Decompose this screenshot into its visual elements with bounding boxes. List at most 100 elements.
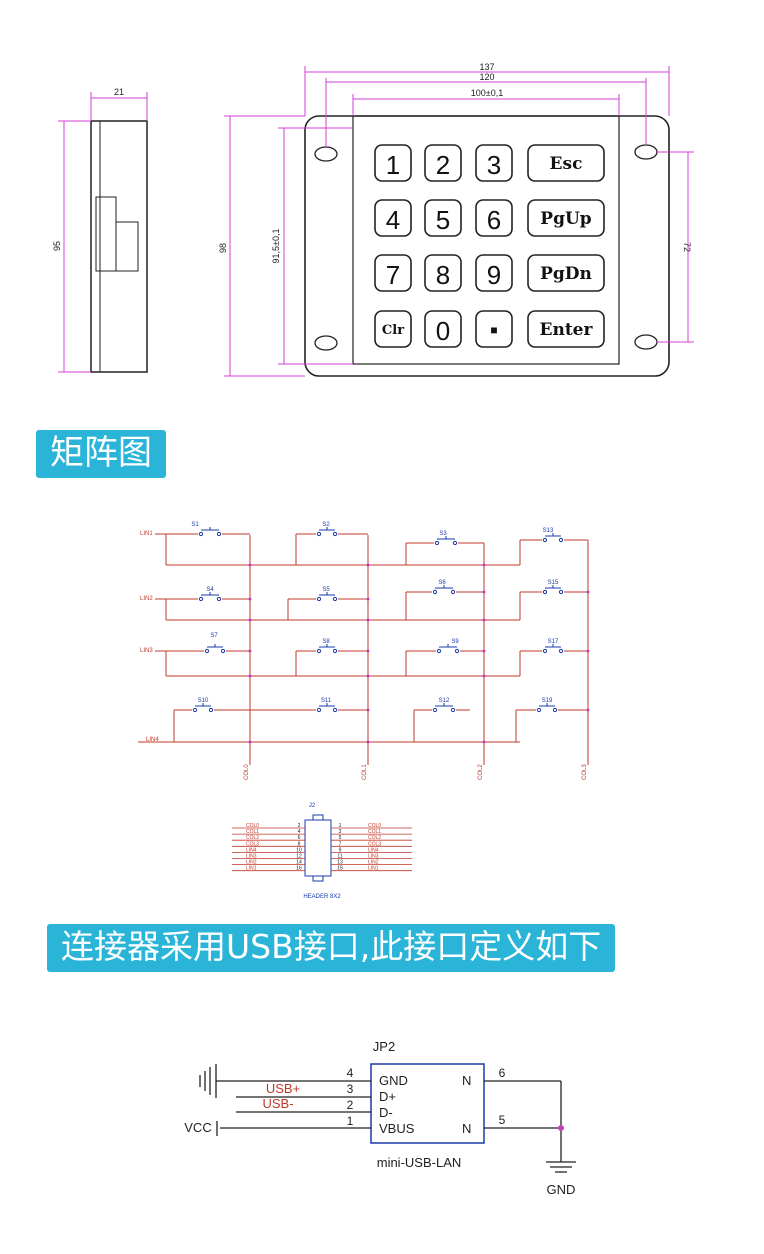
header-pin-left: 4 — [298, 829, 301, 835]
header-pin-right: 5 — [339, 835, 342, 841]
svg-text:PgDn: PgDn — [540, 264, 592, 284]
svg-text:Esc: Esc — [550, 154, 583, 174]
svg-text:6: 6 — [487, 205, 501, 235]
front-view: 1 3 7 120 100±0,1 9 8 91,5±0,1 72 — [218, 62, 694, 377]
ground-symbol-left — [199, 1064, 371, 1098]
row-label-lin2: LIN2 — [140, 596, 153, 602]
pin-number: 5 — [499, 1113, 506, 1127]
svg-text:3: 3 — [487, 150, 501, 180]
switch-label: S10 — [198, 698, 209, 704]
pin-n-label: N — [462, 1121, 471, 1136]
key-7[interactable]: 7 — [374, 254, 412, 292]
svg-text:4: 4 — [386, 205, 400, 235]
header-net-left: LIN1 — [246, 866, 257, 872]
key-esc[interactable]: Esc — [527, 144, 605, 182]
header-pin-right: 11 — [337, 854, 342, 860]
col-label-col2: COL2 — [478, 764, 484, 780]
key-6[interactable]: 6 — [475, 199, 513, 237]
header-pin-left: 6 — [298, 835, 301, 841]
header-name: HEADER 8X2 — [303, 894, 341, 900]
pin-name: D- — [379, 1105, 393, 1120]
switch-label: S19 — [542, 698, 553, 704]
key-2[interactable]: 2 — [424, 144, 462, 182]
header-net-left: COL3 — [246, 841, 259, 847]
key-pgup[interactable]: PgUp — [527, 199, 605, 237]
header-pin-left: 14 — [296, 860, 302, 866]
key-dot[interactable]: ■ — [475, 310, 513, 348]
pin-name: D+ — [379, 1089, 396, 1104]
svg-text:0: 0 — [436, 316, 450, 346]
header-pin-right: 7 — [339, 841, 342, 847]
key-5[interactable]: 5 — [424, 199, 462, 237]
header-net-left: COL2 — [246, 835, 259, 841]
header-pin-right: 1 — [339, 823, 342, 829]
pin-name: VBUS — [379, 1121, 415, 1136]
switch-label: S15 — [548, 580, 559, 586]
key-1[interactable]: 1 — [374, 144, 412, 182]
pin-number: 1 — [347, 1114, 354, 1128]
usb-section-title: 连接器采用USB接口,此接口定义如下 — [47, 924, 616, 972]
header-pin-left: 12 — [296, 854, 302, 860]
key-pgdn[interactable]: PgDn — [527, 254, 605, 292]
svg-text:■: ■ — [490, 323, 497, 337]
key-4[interactable]: 4 — [374, 199, 412, 237]
front-hole-pitch-dim: 120 — [479, 72, 494, 82]
side-height-dim: 95 — [52, 241, 62, 251]
header-net-right: LIN4 — [368, 847, 379, 853]
switch-label: S8 — [322, 639, 330, 645]
col-label-col1: COL1 — [362, 764, 368, 780]
col-label-col0: COL0 — [244, 764, 250, 780]
key-clr[interactable]: Clr — [374, 310, 412, 348]
switch-label: S4 — [206, 587, 214, 593]
header-pin-left: 2 — [298, 823, 301, 829]
svg-text:9: 9 — [487, 260, 501, 290]
mechanical-drawing: 21 95 137 120 100±0,1 98 — [52, 62, 694, 377]
switch-label: S13 — [543, 528, 554, 534]
svg-text:2: 2 — [436, 150, 450, 180]
header-net-right: COL3 — [368, 841, 381, 847]
header-pin-left: 16 — [296, 866, 302, 872]
key-enter[interactable]: Enter — [527, 310, 605, 348]
header-net-left: COL1 — [246, 829, 259, 835]
front-window-height-dim: 91,5±0,1 — [271, 229, 281, 264]
pin-number: 3 — [347, 1082, 354, 1096]
switch-label: S1 — [191, 522, 199, 528]
header-net-left: COL0 — [246, 823, 259, 829]
pin-number: 2 — [347, 1098, 354, 1112]
header-net-right: COL0 — [368, 823, 381, 829]
header-pin-left: 10 — [296, 847, 302, 853]
front-window-width-dim: 100±0,1 — [471, 88, 503, 98]
header-pin-right: 3 — [339, 829, 342, 835]
header-net-right: LIN3 — [368, 854, 379, 860]
part-name: mini-USB-LAN — [377, 1155, 462, 1170]
net-usb-plus: USB+ — [266, 1081, 300, 1096]
pin-number: 4 — [347, 1066, 354, 1080]
col-label-col3: COL3 — [582, 764, 588, 780]
header-pin-right: 9 — [339, 847, 342, 853]
key-9[interactable]: 9 — [475, 254, 513, 292]
switch-label: S2 — [322, 522, 330, 528]
row-label-lin1: LIN1 — [140, 531, 153, 537]
front-hole-vpitch-dim: 72 — [682, 242, 692, 252]
switch-label: S5 — [322, 587, 330, 593]
header-ref: J2 — [309, 803, 316, 809]
vcc-label: VCC — [184, 1120, 211, 1135]
row-label-lin4: LIN4 — [146, 737, 159, 743]
header-pin-right: 13 — [337, 860, 343, 866]
header-net-right: COL1 — [368, 829, 381, 835]
matrix-section-title: 矩阵图 — [36, 430, 166, 478]
switch-label: S9 — [451, 639, 459, 645]
header-net-right: LIN1 — [368, 866, 379, 872]
key-8[interactable]: 8 — [424, 254, 462, 292]
key-0[interactable]: 0 — [424, 310, 462, 348]
svg-text:Enter: Enter — [540, 320, 594, 340]
switch-label: S17 — [548, 639, 559, 645]
header-net-right: COL2 — [368, 835, 381, 841]
header-pin-right: 15 — [337, 866, 343, 872]
header-net-left: LIN3 — [246, 854, 257, 860]
svg-text:8: 8 — [436, 260, 450, 290]
key-3[interactable]: 3 — [475, 144, 513, 182]
switch-label: S3 — [439, 531, 447, 537]
header-net-left: LIN2 — [246, 860, 257, 866]
gnd-label: GND — [547, 1182, 576, 1197]
